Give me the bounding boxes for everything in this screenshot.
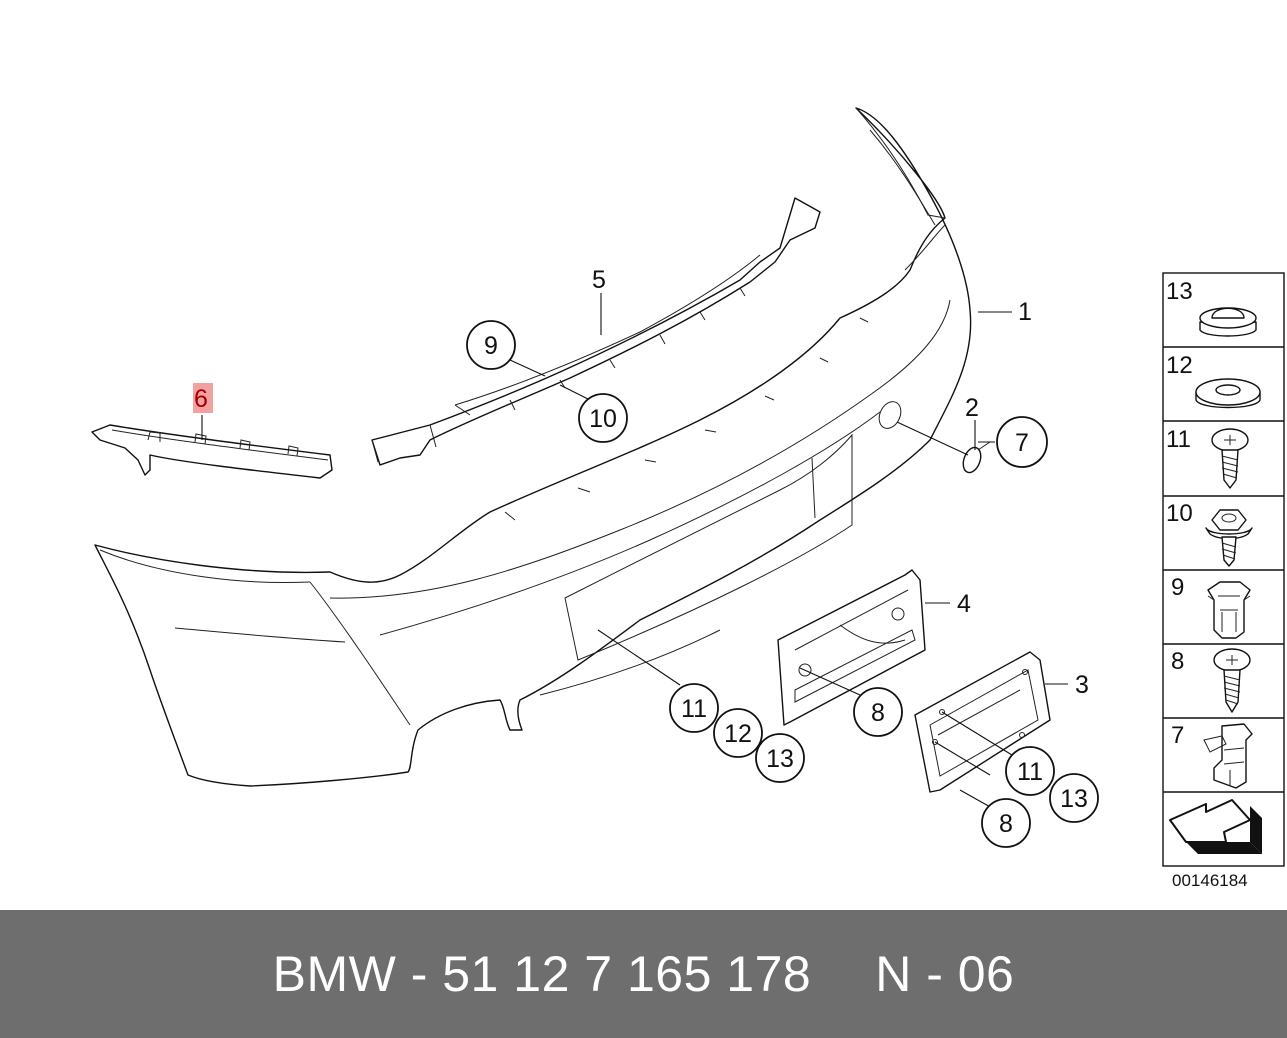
- callouts: 7 9 10 11 12 13 8 11: [466, 320, 1099, 848]
- screw-icon: [1211, 428, 1249, 489]
- callout-7: 7: [996, 416, 1048, 468]
- callout-8-lower: 8: [981, 798, 1031, 848]
- label-4: 4: [957, 590, 971, 618]
- legend-num-13: 13: [1166, 278, 1193, 305]
- washer-icon: [1195, 378, 1261, 409]
- arrow-icon: [1169, 799, 1262, 854]
- callout-12: 12: [713, 708, 763, 758]
- svg-text:12: 12: [724, 720, 752, 748]
- sensor-cover: [962, 441, 991, 474]
- svg-text:11: 11: [681, 695, 707, 723]
- rear-bumper-panel: [94, 107, 972, 787]
- callout-11-left: 11: [669, 683, 719, 733]
- label-1: 1: [1018, 298, 1032, 326]
- clip-icon: [1203, 723, 1253, 789]
- leader-lines: [201, 293, 1068, 809]
- license-plate-base: [777, 569, 926, 726]
- callout-10: 10: [578, 393, 628, 443]
- svg-text:11: 11: [1017, 758, 1043, 786]
- svg-text:8: 8: [871, 699, 885, 727]
- legend-num-9: 9: [1171, 574, 1184, 601]
- callout-9: 9: [466, 320, 516, 370]
- upper-bumper-bracket: [371, 197, 821, 466]
- hex-bolt-icon: [1205, 509, 1253, 567]
- license-plate-holder: [914, 651, 1051, 793]
- legend-num-8: 8: [1171, 648, 1184, 675]
- svg-text:7: 7: [1015, 429, 1029, 457]
- label-6: 6: [194, 385, 208, 413]
- part-labels: 1 2 3 4 5 6: [193, 266, 1089, 699]
- svg-text:9: 9: [484, 332, 498, 360]
- legend-num-10: 10: [1166, 500, 1193, 527]
- footer-bar: BMW - 51 12 7 165 178 N - 06: [0, 910, 1287, 1038]
- clip-nut-icon: [1207, 581, 1251, 639]
- legend-num-11: 11: [1166, 426, 1191, 453]
- callout-11-right: 11: [1005, 746, 1055, 796]
- svg-text:8: 8: [999, 810, 1013, 838]
- diagram-position: N - 06: [875, 946, 1015, 1002]
- svg-text:13: 13: [1060, 785, 1088, 813]
- highlight-box: [193, 383, 213, 413]
- screw-icon: [1213, 648, 1251, 713]
- reference-number: 00146184: [1172, 871, 1248, 890]
- svg-text:13: 13: [766, 745, 794, 773]
- legend-num-12: 12: [1166, 352, 1193, 379]
- legend-num-7: 7: [1171, 722, 1184, 749]
- side-bumper-bracket: [91, 424, 333, 479]
- grommet-icon: [1199, 307, 1257, 337]
- callout-13-right: 13: [1049, 773, 1099, 823]
- svg-text:10: 10: [589, 405, 617, 433]
- callout-8-upper: 8: [853, 687, 903, 737]
- label-3: 3: [1075, 671, 1089, 699]
- fastener-legend: 13 12 11 10 9 8 7: [1162, 272, 1285, 867]
- parts-diagram: 1 2 3 4 5 6 7 9 10 11 12 13: [91, 107, 1285, 890]
- callout-13-left: 13: [755, 733, 805, 783]
- label-2: 2: [965, 394, 979, 422]
- label-5: 5: [592, 266, 606, 294]
- part-number: BMW - 51 12 7 165 178: [272, 946, 812, 1002]
